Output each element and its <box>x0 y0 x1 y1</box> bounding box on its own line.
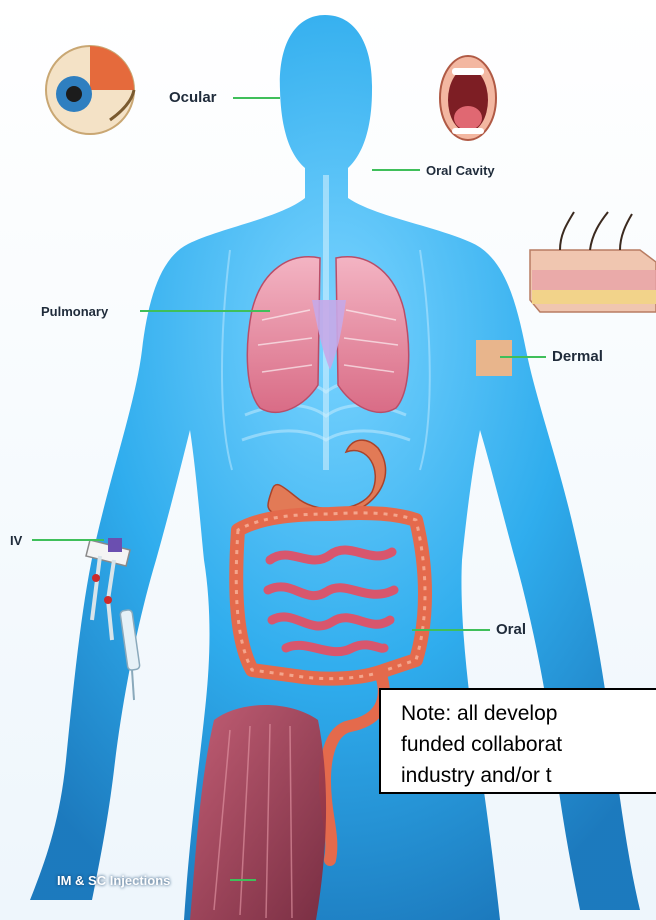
thigh-muscle <box>190 705 326 920</box>
note-box: Note: all develop funded collaborat indu… <box>379 688 656 794</box>
label-im-sc-injections: IM & SC Injections <box>57 872 170 890</box>
note-line-1: Note: all develop <box>401 698 656 729</box>
eye-cross-section-icon <box>46 46 134 134</box>
label-oral-cavity: Oral Cavity <box>426 162 495 180</box>
label-oral: Oral <box>496 621 526 639</box>
note-line-2: funded collaborat <box>401 729 656 760</box>
note-line-3: industry and/or t <box>401 760 656 791</box>
label-pulmonary: Pulmonary <box>41 303 108 321</box>
open-mouth-icon <box>440 56 496 140</box>
label-iv: IV <box>10 532 22 550</box>
label-ocular: Ocular <box>169 89 217 107</box>
label-dermal: Dermal <box>552 348 603 366</box>
